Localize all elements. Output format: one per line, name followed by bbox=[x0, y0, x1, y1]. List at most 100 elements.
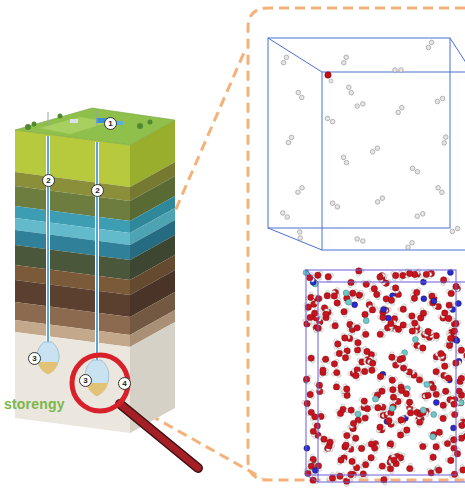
oxygen-atom bbox=[360, 471, 366, 477]
oxygen-atom bbox=[323, 311, 329, 317]
nitrogen-atom bbox=[431, 298, 437, 304]
derrick bbox=[48, 112, 49, 126]
oxygen-atom bbox=[445, 375, 451, 381]
hydrogen-atom bbox=[346, 85, 351, 90]
hydrogen-atom bbox=[297, 230, 302, 235]
hydrogen-atom bbox=[436, 185, 441, 190]
oxygen-atom bbox=[403, 391, 409, 397]
oxygen-atom bbox=[354, 347, 360, 353]
oxygen-atom bbox=[361, 398, 367, 404]
ion-atom bbox=[389, 405, 395, 411]
oxygen-atom bbox=[459, 422, 465, 428]
oxygen-atom bbox=[371, 445, 377, 451]
oxygen-atom bbox=[444, 440, 450, 446]
oxygen-atom bbox=[362, 462, 368, 468]
well-casing bbox=[95, 142, 99, 362]
oxygen-atom bbox=[341, 309, 347, 315]
oxygen-atom bbox=[369, 307, 375, 313]
hydrogen-atom bbox=[325, 116, 330, 121]
ion-atom bbox=[431, 412, 437, 418]
oxygen-atom bbox=[331, 293, 337, 299]
oxygen-atom bbox=[310, 428, 316, 434]
oxygen-atom bbox=[454, 451, 460, 457]
oxygen-atom bbox=[420, 443, 426, 449]
callout-number: 2 bbox=[91, 184, 104, 197]
hydrogen-atom bbox=[450, 229, 455, 234]
oxygen-atom bbox=[395, 326, 401, 332]
oxygen-atom bbox=[406, 270, 412, 276]
callout-number: 3 bbox=[79, 374, 92, 387]
box-edge bbox=[268, 38, 450, 228]
nitrogen-atom bbox=[312, 467, 318, 473]
hydrogen-atom bbox=[299, 95, 304, 100]
oxygen-atom bbox=[433, 332, 439, 338]
oxygen-atom bbox=[307, 391, 313, 397]
oxygen-atom bbox=[460, 467, 465, 473]
hydrogen-atom bbox=[341, 60, 346, 65]
oxygen-atom bbox=[433, 391, 439, 397]
simulation-box bbox=[306, 270, 465, 482]
oxygen-atom bbox=[348, 407, 354, 413]
derrick bbox=[97, 110, 98, 126]
hydrogen-atom bbox=[296, 90, 301, 95]
ion-atom bbox=[372, 396, 378, 402]
hydrogen-atom bbox=[329, 79, 333, 83]
oxygen-atom bbox=[440, 402, 446, 408]
box-edge bbox=[306, 270, 318, 282]
oxygen-atom bbox=[464, 352, 465, 358]
oxygen-atom bbox=[407, 410, 413, 416]
hydrogen-atom bbox=[330, 201, 335, 206]
oxygen-atom bbox=[433, 444, 439, 450]
box-edge bbox=[450, 38, 465, 72]
box-edge bbox=[306, 270, 456, 475]
oxygen-atom bbox=[362, 415, 368, 421]
oxygen-atom bbox=[446, 302, 452, 308]
oxygen-atom bbox=[377, 373, 383, 379]
oxygen-atom bbox=[451, 471, 457, 477]
tree bbox=[58, 114, 63, 119]
zoom-frame bbox=[248, 8, 465, 480]
oxygen-atom bbox=[335, 341, 341, 347]
oxygen-atom bbox=[416, 419, 422, 425]
facility bbox=[70, 119, 78, 123]
oxygen-atom bbox=[380, 314, 386, 320]
oxygen-atom bbox=[400, 272, 406, 278]
oxygen-atom bbox=[420, 310, 426, 316]
liquid-molecules bbox=[302, 268, 465, 487]
oxygen-atom bbox=[377, 331, 383, 337]
oxygen-atom bbox=[440, 415, 446, 421]
oxygen-atom bbox=[338, 457, 344, 463]
oxygen-atom bbox=[350, 290, 356, 296]
oxygen-atom bbox=[368, 455, 374, 461]
oxygen-atom bbox=[337, 473, 343, 479]
oxygen-atom bbox=[369, 367, 375, 373]
hydrogen-atom bbox=[415, 169, 420, 174]
oxygen-atom bbox=[458, 347, 464, 353]
oxygen-atom bbox=[412, 320, 418, 326]
oxygen-atom bbox=[411, 295, 417, 301]
oxygen-atom bbox=[390, 387, 396, 393]
nitrogen-atom bbox=[304, 445, 310, 451]
oxygen-atom bbox=[356, 292, 362, 298]
oxygen-atom bbox=[458, 435, 464, 441]
oxygen-atom bbox=[362, 368, 368, 374]
oxygen-atom bbox=[315, 295, 321, 301]
ion-atom bbox=[424, 381, 430, 387]
box-edge bbox=[268, 228, 322, 250]
callout-number: 1 bbox=[104, 117, 117, 130]
oxygen-atom bbox=[363, 331, 369, 337]
nitrogen-atom bbox=[433, 400, 439, 406]
hydrogen-atom bbox=[426, 45, 431, 50]
tree bbox=[137, 123, 143, 129]
oxygen-atom bbox=[344, 386, 350, 392]
oxygen-atom bbox=[456, 388, 462, 394]
hydrogen-atom bbox=[298, 236, 303, 241]
front-face bbox=[15, 130, 130, 433]
oxygen-atom bbox=[370, 360, 376, 366]
hydrogen-atom bbox=[300, 186, 305, 191]
oxygen-atom bbox=[321, 436, 327, 442]
hydrogen-atom bbox=[330, 119, 335, 124]
oxygen-atom bbox=[334, 300, 340, 306]
hydrogen-atom bbox=[341, 155, 346, 160]
oxygen-atom bbox=[430, 385, 436, 391]
